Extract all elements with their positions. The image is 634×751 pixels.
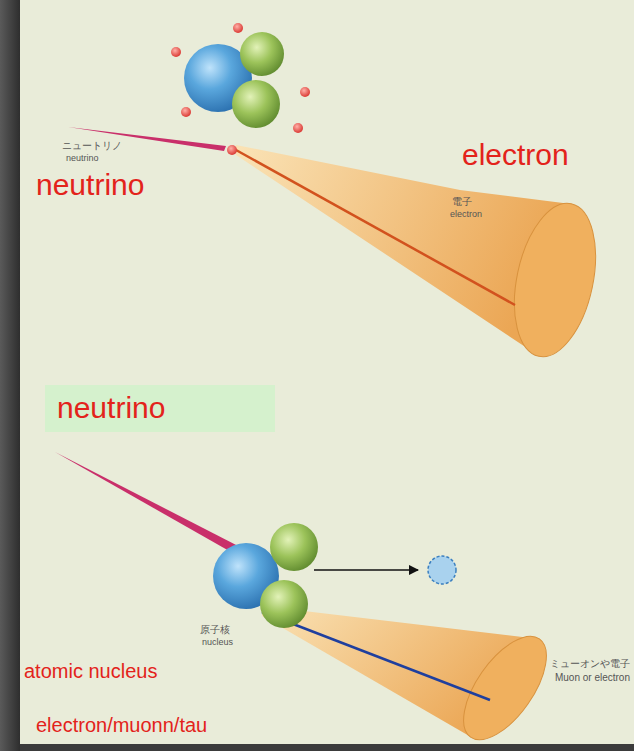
- side-strip: [0, 0, 20, 751]
- cone-mouth: [448, 623, 563, 751]
- lepton-track: [262, 612, 490, 700]
- small-caption: 原子核: [200, 624, 230, 636]
- small-caption: nucleus: [202, 637, 233, 647]
- particle-label: electron: [462, 138, 569, 173]
- electron-dot: [300, 87, 310, 97]
- small-caption: neutrino: [66, 153, 99, 163]
- small-caption: ニュートリノ: [62, 140, 122, 152]
- nucleon-sphere: [232, 80, 280, 128]
- recoil-arrow: [314, 569, 418, 571]
- electron-dot: [171, 47, 181, 57]
- small-caption: 電子: [452, 196, 472, 208]
- electron-dot: [293, 123, 303, 133]
- small-caption: ミューオンや電子: [550, 658, 630, 670]
- neutrino-track: [55, 452, 242, 556]
- label-box: neutrino: [45, 385, 275, 432]
- small-caption: electron: [450, 209, 482, 219]
- particle-label: neutrino: [36, 168, 144, 203]
- nucleon-sphere: [240, 32, 284, 76]
- nucleon-sphere: [270, 523, 318, 571]
- electron-dot: [227, 145, 237, 155]
- box-text: neutrino: [57, 391, 165, 426]
- cone-mouth: [502, 196, 609, 364]
- particle-label: atomic nucleus: [24, 660, 157, 683]
- electron-dot: [233, 23, 243, 33]
- panel-ground: [20, 0, 634, 744]
- nucleon-sphere: [260, 580, 308, 628]
- electron-dot: [181, 107, 191, 117]
- electron-track: [236, 150, 515, 305]
- particle-label: electron/muonn/tau: [36, 714, 207, 737]
- ejected-nucleon: [428, 556, 456, 584]
- small-caption: Muon or electron: [555, 672, 630, 684]
